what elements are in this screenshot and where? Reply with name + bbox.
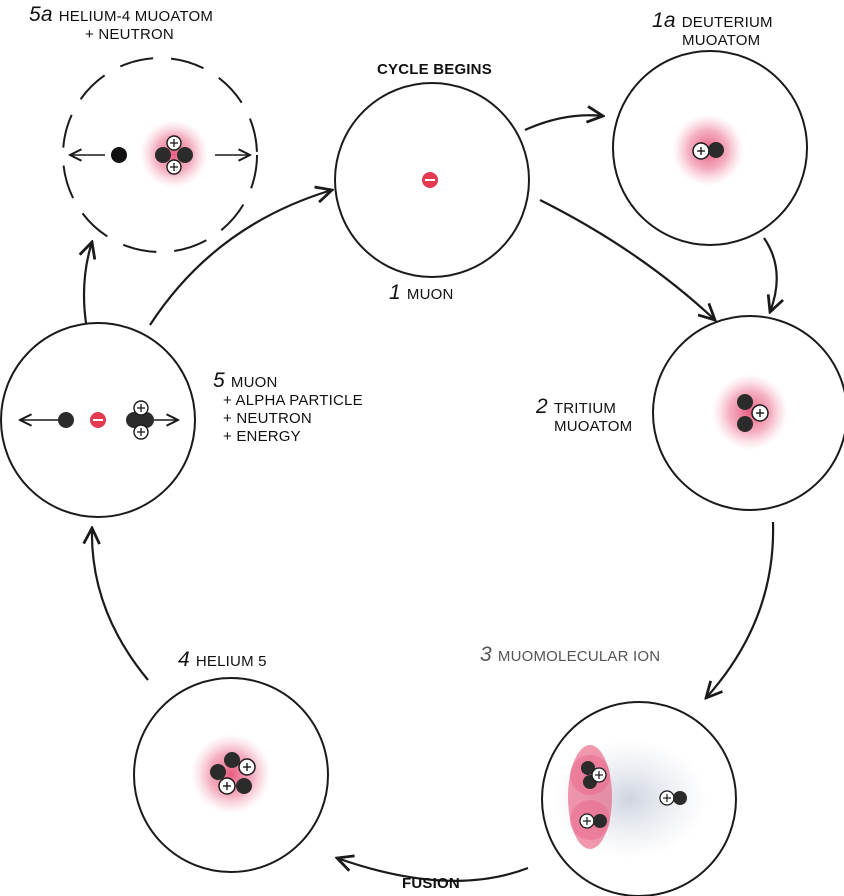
stage-3-muomolecular-circle: [542, 702, 736, 896]
stage-1a-label: 1a DEUTERIUM MUOATOM: [652, 12, 773, 50]
stage-5a-title-1: HELIUM-4 MUOATOM: [59, 8, 213, 25]
stage-2-number: 2: [536, 395, 548, 418]
arrow-5-to-5a: [84, 242, 92, 323]
stage-4-title: HELIUM 5: [196, 653, 267, 670]
cycle-begins-label: CYCLE BEGINS: [377, 61, 492, 79]
stage-3-label: 3 MUOMOLECULAR ION: [480, 646, 660, 666]
arrow-1-to-1a: [525, 115, 603, 130]
stage-5-title-2: + ALPHA PARTICLE: [223, 392, 363, 409]
stage-5-title-3: + NEUTRON: [223, 410, 312, 427]
stage-5a-number: 5a: [29, 3, 53, 26]
stage-2-title-1: TRITIUM: [554, 400, 616, 417]
stage-1-muon-circle: [335, 83, 529, 277]
proton-particle: [219, 778, 235, 794]
proton-particle: [660, 791, 674, 805]
stage-5a-title-2: + NEUTRON: [85, 26, 174, 43]
arrow-2-to-3: [706, 522, 773, 698]
neutron-particle: [593, 814, 607, 828]
stage-5-label: 5 MUON + ALPHA PARTICLE + NEUTRON + ENERG…: [213, 372, 363, 446]
neutron-particle: [737, 394, 753, 410]
neutron-particle: [224, 752, 240, 768]
proton-particle: [580, 814, 594, 828]
neutron-particle: [210, 764, 226, 780]
proton-particle: [752, 405, 768, 421]
stage-4-label: 4 HELIUM 5: [178, 651, 267, 671]
proton-particle: [239, 759, 255, 775]
proton-particle: [592, 768, 606, 782]
stage-3-number: 3: [480, 643, 492, 666]
neutron-particle: [236, 778, 252, 794]
stage-5a-helium4-circle: [63, 58, 257, 252]
stage-1-title: MUON: [407, 286, 454, 303]
stage-1a-number: 1a: [652, 9, 676, 32]
stage-5-title-4: + ENERGY: [223, 428, 301, 445]
stage-4-number: 4: [178, 648, 190, 671]
stage-1a-title-1: DEUTERIUM: [682, 14, 773, 31]
muon-particle: [90, 412, 106, 428]
arrow-1a-to-2: [764, 238, 777, 312]
neutron-particle: [737, 416, 753, 432]
stage-1a-title-2: MUOATOM: [682, 32, 760, 49]
stage-2-label: 2 TRITIUM MUOATOM: [536, 398, 632, 436]
neutron-particle: [708, 142, 724, 158]
stage-1-number: 1: [389, 281, 401, 304]
neutron-particle: [111, 147, 127, 163]
fusion-label: FUSION: [402, 875, 460, 893]
stage-1a-deuterium-circle: [613, 51, 807, 245]
neutron-particle: [673, 791, 687, 805]
neutron-particle: [58, 412, 74, 428]
stage-2-title-2: MUOATOM: [554, 418, 632, 435]
stage-3-title: MUOMOLECULAR ION: [498, 648, 660, 665]
stage-4-helium5-circle: [134, 678, 328, 872]
stage-5-title-1: MUON: [231, 374, 278, 391]
arrow-4-to-5: [92, 528, 148, 680]
stage-5-number: 5: [213, 369, 225, 392]
stage-1-label: 1 MUON: [389, 284, 454, 304]
proton-particle: [693, 143, 709, 159]
muon-particle: [422, 172, 438, 188]
arrow-5-to-1: [150, 190, 332, 325]
stage-2-tritium-circle: [653, 316, 844, 510]
stage-5-fusion-products-circle: [1, 323, 195, 517]
stage-5a-label: 5a HELIUM-4 MUOATOM + NEUTRON: [29, 6, 213, 44]
